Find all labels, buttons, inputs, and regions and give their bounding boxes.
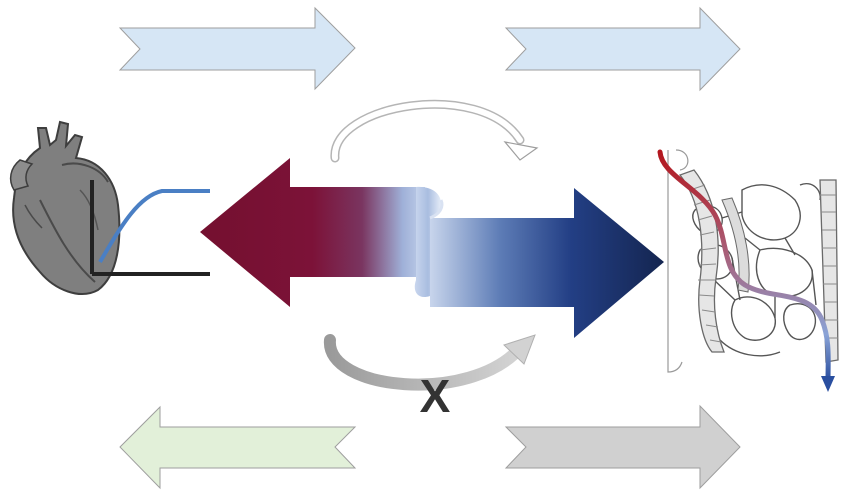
right-bidirectional-arrow <box>430 188 664 338</box>
bottom-right-arrow <box>504 404 741 490</box>
top-left-arrow <box>118 6 356 91</box>
blocked-cycle-arrow-icon <box>324 334 536 391</box>
pressure-volume-curve-icon <box>90 180 210 276</box>
cycle-arrow-icon <box>330 99 539 163</box>
heart-icon <box>9 120 121 295</box>
top-right-arrow <box>504 6 741 92</box>
bottom-left-arrow <box>119 405 357 490</box>
left-bidirectional-arrow <box>200 158 425 307</box>
cross-mark: X <box>420 370 451 422</box>
microcirculation-icon <box>657 149 839 392</box>
